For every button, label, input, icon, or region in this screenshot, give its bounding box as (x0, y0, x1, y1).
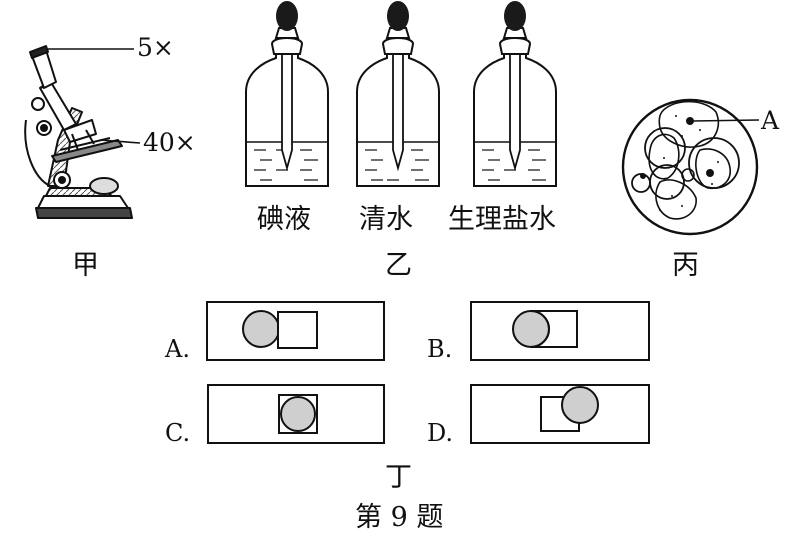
option-label-b: B. (427, 335, 453, 363)
option-label-d: D. (427, 419, 454, 447)
objective-pointer-line (99, 139, 141, 144)
field-of-view (621, 98, 759, 236)
field-of-view-caption: 丙 (672, 250, 699, 281)
slide-option-a (206, 301, 385, 361)
bottle-water (356, 1, 440, 187)
cell-pointer-line (691, 119, 760, 122)
microscope-caption: 甲 (72, 250, 99, 281)
bottle-saline (473, 1, 557, 187)
bottle-label-saline: 生理盐水 (448, 204, 556, 235)
cell-pointer-label: A (761, 106, 780, 135)
slide-option-d (470, 384, 650, 444)
slide-option-c (207, 384, 385, 444)
slide-option-b (470, 301, 650, 361)
bottle-label-iodine: 碘液 (257, 204, 311, 235)
microscope (24, 45, 133, 219)
option-label-c: C. (165, 419, 191, 447)
objective-magnification-label: 40× (143, 128, 196, 157)
figure-title: 第 9 题 (355, 502, 444, 533)
option-label-a: A. (165, 335, 190, 363)
eyepiece-magnification-label: 5× (137, 33, 174, 62)
bottle-label-water: 清水 (359, 204, 413, 235)
options-caption: 丁 (385, 462, 412, 493)
bottles-caption: 乙 (385, 250, 412, 281)
bottle-iodine (245, 1, 329, 187)
